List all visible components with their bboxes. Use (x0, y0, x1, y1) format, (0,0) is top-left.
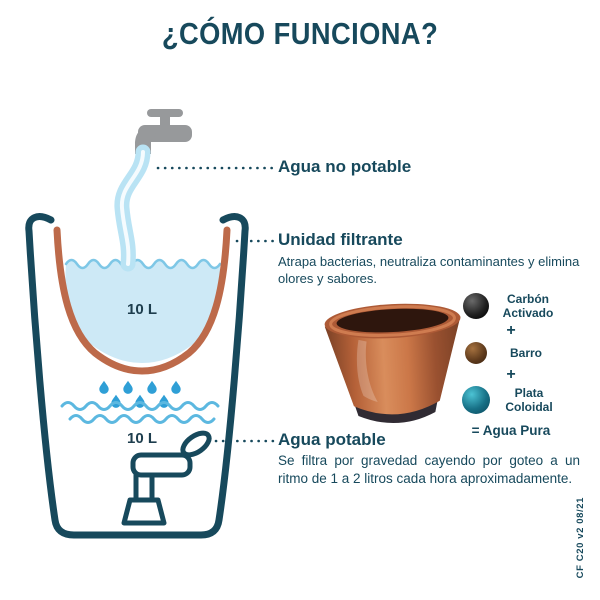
spigot-body (130, 452, 193, 478)
pot-highlight (356, 339, 378, 402)
spigot-handle (180, 430, 212, 458)
water-drop (99, 380, 109, 394)
desc-agua-potable: Se filtra por gravedad cayendo por goteo… (278, 453, 580, 486)
faucet-icon (135, 109, 192, 154)
ingredient-label: Carbón Activado (502, 292, 554, 321)
water-drop (123, 380, 133, 394)
plus-sign: + (506, 322, 516, 340)
ingredient-label: Barro (509, 346, 542, 361)
reservoir-water-waves (60, 401, 220, 424)
pot-base-shadow (353, 395, 439, 423)
water-drop (171, 380, 181, 394)
faucet-handle (147, 109, 183, 117)
clay-icon (465, 342, 487, 365)
activated-carbon-icon (463, 293, 489, 320)
colloidal-silver-icon (462, 386, 490, 415)
filter-unit-shape (53, 226, 231, 375)
bucket-outline (25, 213, 249, 539)
pot-rim-ring (329, 305, 456, 337)
ingredient-label: Plata Coloidal (505, 386, 553, 415)
connector-lines (156, 166, 278, 443)
filter-volume-label: 10 L (127, 301, 157, 318)
faucet-stem (160, 116, 170, 127)
desc-unidad-filtrante: Atrapa bacterias, neutraliza contaminant… (278, 254, 580, 287)
page-title: ¿CÓMO FUNCIONA? (0, 16, 600, 52)
list-item-carbon: Carbón Activado (463, 292, 559, 320)
result-label: = Agua Pura (471, 422, 551, 438)
label-agua-no-potable: Agua no potable (278, 157, 412, 176)
composition-list: Carbón Activado + Barro + Plata Coloidal… (446, 292, 576, 438)
filter-water (64, 258, 222, 363)
pot-interior (336, 308, 449, 333)
label-unidad-filtrante: Unidad filtrante (278, 230, 403, 249)
reservoir-volume-label: 10 L (127, 430, 157, 447)
page-title-text: ¿CÓMO FUNCIONA? (161, 16, 439, 51)
filter-diagram: 10 L 10 L (25, 109, 278, 539)
water-drop (147, 380, 157, 394)
product-code: CF C20 v2 08/21 (575, 497, 586, 579)
label-agua-potable: Agua potable (278, 430, 386, 449)
spigot-nozzle (121, 497, 167, 526)
pot-body (324, 316, 461, 415)
list-item-barro: Barro (465, 342, 557, 365)
water-stream (114, 144, 151, 272)
list-item-plata: Plata Coloidal (462, 386, 560, 415)
filter-water-fill (65, 260, 221, 363)
clay-pot-illustration (324, 303, 461, 423)
plus-sign: + (506, 366, 516, 384)
filter-water-surface (64, 258, 222, 270)
spigot-icon (121, 430, 212, 526)
